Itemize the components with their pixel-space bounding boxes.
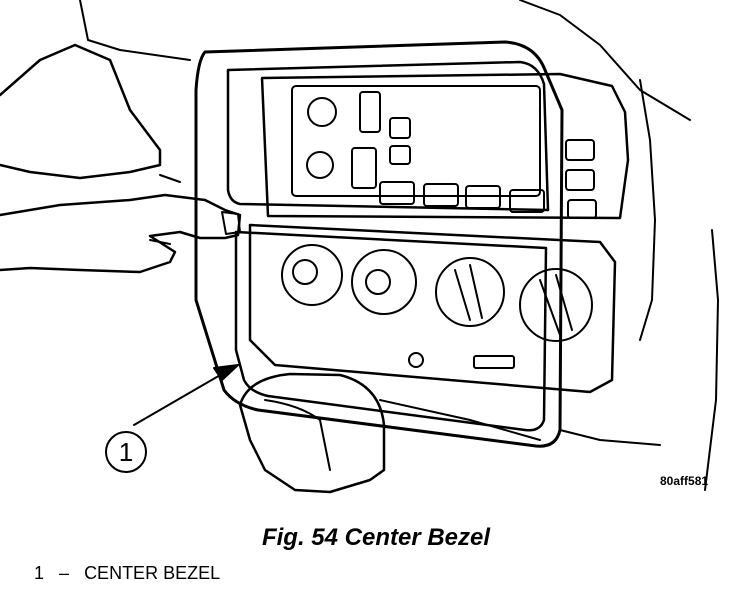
bezel-illustration: 1 xyxy=(0,0,719,494)
preset-button-2 xyxy=(423,183,459,207)
preset-button-4 xyxy=(509,189,545,213)
radio-button-2 xyxy=(389,145,411,165)
side-button-1 xyxy=(565,139,595,161)
hvac-knob-2-hub xyxy=(365,269,391,295)
bezel-hvac-opening xyxy=(234,230,548,432)
callout-number: 1 xyxy=(119,437,133,467)
dash-contour-bottom xyxy=(379,399,541,441)
legend-item-number: 1 xyxy=(34,563,45,583)
dash-contour-right xyxy=(639,79,656,341)
arrow-icon xyxy=(213,364,239,381)
radio-faceplate xyxy=(291,85,541,197)
shifter-knob-drawing xyxy=(238,372,386,494)
dash-contour-lower-right xyxy=(559,429,661,446)
hvac-housing xyxy=(248,223,617,394)
side-button-3 xyxy=(567,199,597,219)
hvac-knob-2 xyxy=(351,249,417,315)
volume-knob xyxy=(307,97,337,127)
hvac-knob-1 xyxy=(281,244,343,306)
hvac-switch xyxy=(473,355,515,369)
dash-contour-far-right xyxy=(704,229,719,491)
tune-knob xyxy=(306,151,334,179)
hvac-knob-4 xyxy=(519,268,593,342)
hand-fingernail xyxy=(221,211,241,235)
dash-contour-top-right xyxy=(519,0,691,121)
hvac-screw xyxy=(408,352,424,368)
radio-button-1 xyxy=(389,117,411,139)
hvac-knob-3 xyxy=(435,257,505,327)
callout-leader-line xyxy=(133,373,223,426)
legend: 1 – CENTER BEZEL xyxy=(34,563,220,584)
legend-item: 1 – CENTER BEZEL xyxy=(34,563,220,584)
legend-item-label: CENTER BEZEL xyxy=(84,563,221,583)
hand-knuckle-line xyxy=(149,174,181,245)
preset-button-1 xyxy=(379,181,415,205)
callout-circle xyxy=(105,431,147,473)
radio-slider-lower xyxy=(351,147,377,189)
hand-drawing xyxy=(0,43,242,274)
shifter-knob-contour xyxy=(264,399,331,471)
figure-caption: Fig. 54 Center Bezel xyxy=(261,524,491,551)
radio-slider xyxy=(359,91,381,133)
reference-code: 80aff581 xyxy=(660,474,709,488)
legend-item-separator: – xyxy=(59,563,70,583)
bezel-outer xyxy=(194,40,564,448)
hvac-knob-3-grip xyxy=(454,264,483,321)
hvac-knob-4-grip xyxy=(539,274,573,336)
side-button-2 xyxy=(565,169,595,191)
bezel-radio-opening xyxy=(226,60,550,212)
dash-contour-left xyxy=(79,0,191,61)
hvac-knob-1-hub xyxy=(292,259,318,285)
radio-housing xyxy=(260,72,630,220)
